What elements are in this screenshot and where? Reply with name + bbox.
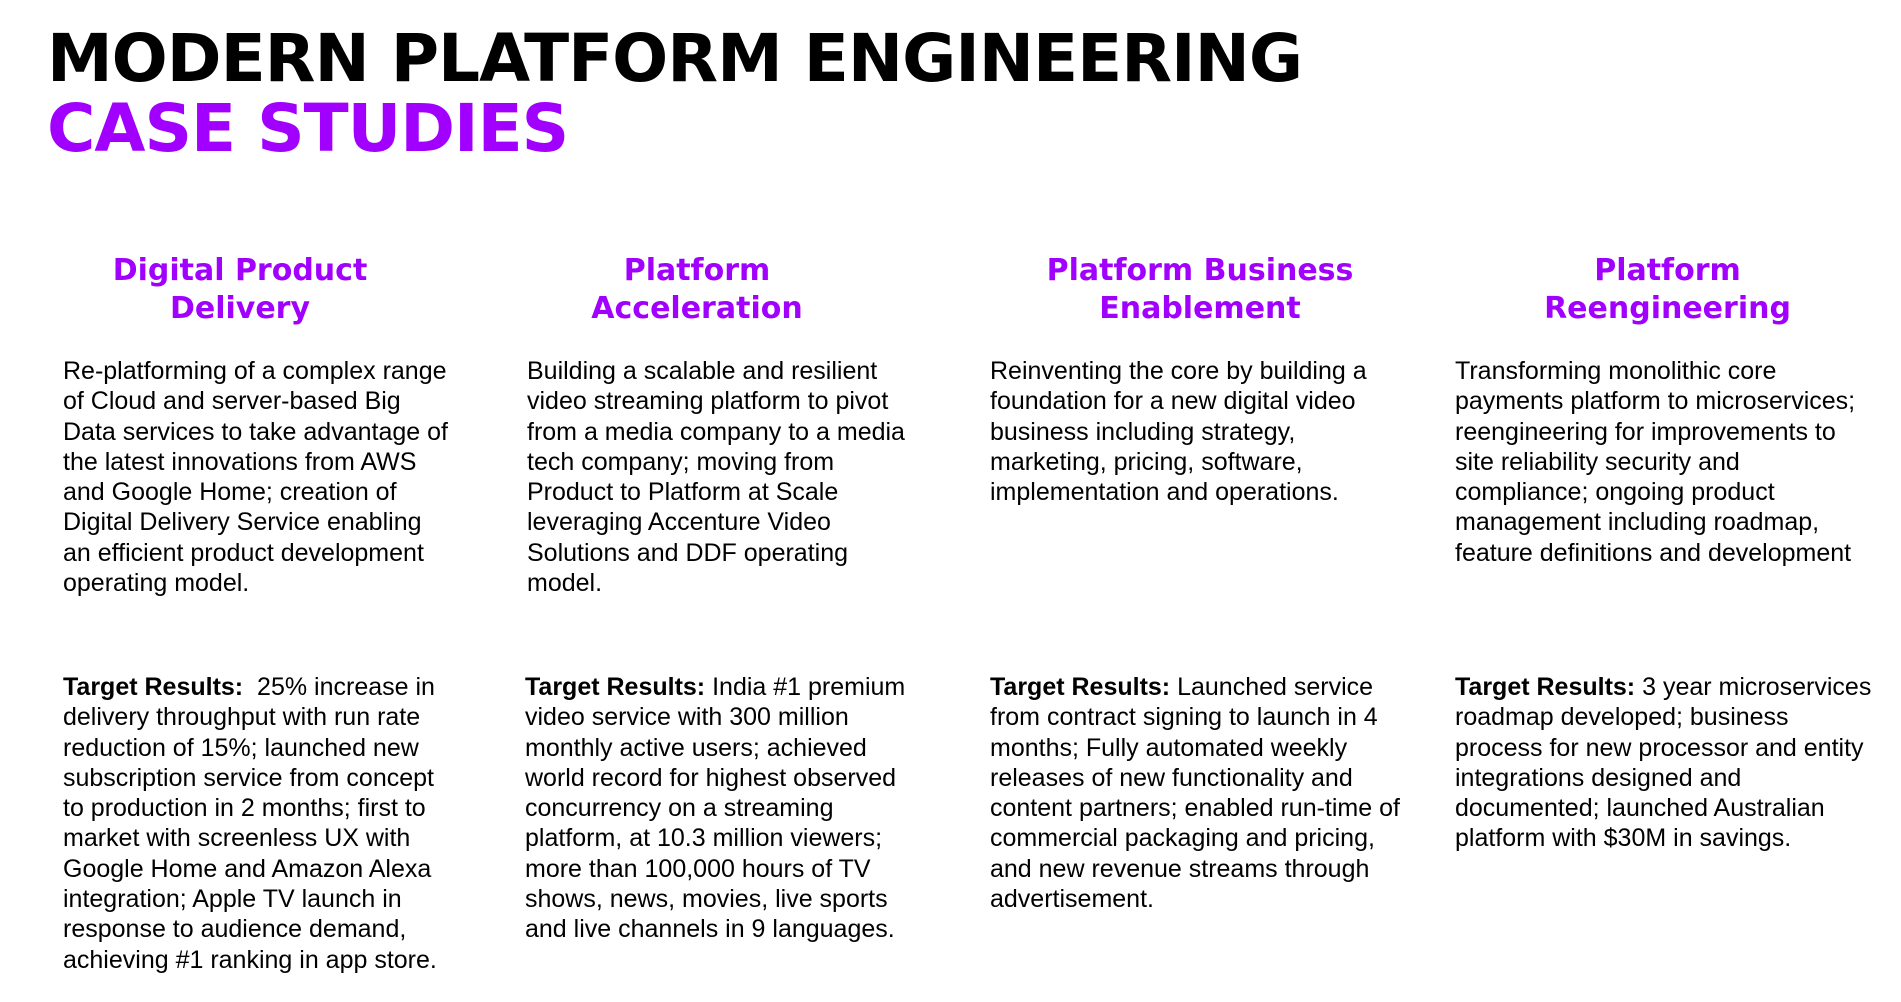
results-text: 3 year microservices roadmap developed; …: [1455, 673, 1872, 853]
heading-line-2: Enablement: [1099, 291, 1301, 326]
case-study-heading: Platform Reengineering: [1455, 252, 1880, 332]
case-study-heading: Digital Product Delivery: [30, 252, 450, 332]
case-study-description: Transforming monolithic core payments pl…: [1455, 357, 1856, 567]
heading-line-1: Platform: [1594, 253, 1741, 288]
case-study-results: Target Results: 25% increase in delivery…: [30, 672, 450, 975]
heading-line-1: Platform: [623, 253, 771, 288]
case-study-column-2: Platform Acceleration Building a scalabl…: [487, 252, 907, 945]
results-text: 25% increase in delivery throughput with…: [63, 673, 437, 974]
page-title: MODERN PLATFORM ENGINEERING CASE STUDIES: [47, 20, 1303, 167]
heading-line-2: Delivery: [169, 291, 311, 326]
heading-line-1: Digital Product: [112, 253, 368, 288]
case-study-results: Target Results: India #1 premium video s…: [487, 672, 907, 945]
title-line-2: CASE STUDIES: [47, 90, 569, 167]
case-study-column-4: Platform Reengineering Transforming mono…: [1455, 252, 1880, 854]
case-study-description: Reinventing the core by building a found…: [990, 357, 1367, 507]
heading-line-2: Reengineering: [1544, 291, 1791, 326]
case-study-heading: Platform Acceleration: [487, 252, 907, 332]
results-label: Target Results:: [990, 673, 1171, 701]
case-study-column-1: Digital Product Delivery Re-platforming …: [30, 252, 450, 975]
results-text: India #1 premium video service with 300 …: [525, 673, 906, 944]
heading-line-1: Platform Business: [1046, 253, 1354, 288]
results-label: Target Results:: [525, 673, 706, 701]
results-label: Target Results:: [63, 673, 244, 701]
results-label: Target Results:: [1455, 673, 1636, 701]
case-study-heading: Platform Business Enablement: [990, 252, 1410, 332]
case-study-description: Re-platforming of a complex range of Clo…: [63, 357, 448, 598]
results-text: Launched service from contract signing t…: [990, 673, 1400, 914]
heading-line-2: Acceleration: [591, 291, 803, 326]
case-study-column-3: Platform Business Enablement Reinventing…: [990, 252, 1410, 914]
title-line-1: MODERN PLATFORM ENGINEERING: [47, 20, 1303, 97]
case-study-results: Target Results: Launched service from co…: [990, 672, 1410, 914]
case-study-results: Target Results: 3 year microservices roa…: [1455, 672, 1880, 854]
case-study-description: Building a scalable and resilient video …: [527, 357, 905, 598]
